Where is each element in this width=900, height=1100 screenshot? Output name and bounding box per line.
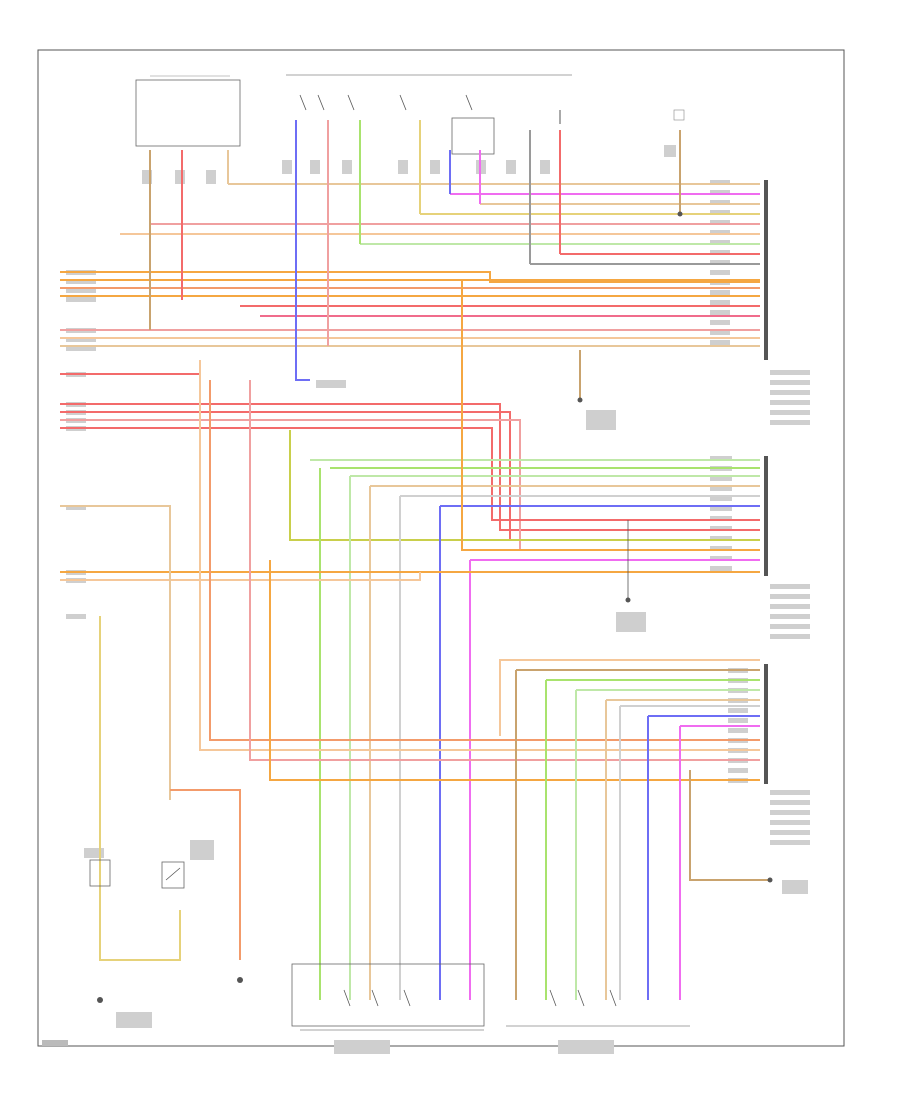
relay-left [161,861,185,889]
fuse-box [89,859,111,887]
page-id-mark [42,1040,68,1046]
module-box-left [135,79,241,147]
ground-left [97,997,103,1003]
wire-bus-middle [60,280,760,1000]
left-rear-switch-box [291,963,485,1027]
wire-drops-top [149,120,683,403]
ground-left-2 [237,977,243,983]
relay-box [451,117,495,155]
diagram-frame [37,49,845,1047]
wire-label-marks [66,145,810,1054]
bottom-switch-groups [291,963,690,1031]
left-components [60,505,243,1003]
connector-pins [764,180,768,784]
wire-bus-lower [199,360,773,1000]
wire-bus-top [60,183,760,380]
top-components [135,74,685,155]
